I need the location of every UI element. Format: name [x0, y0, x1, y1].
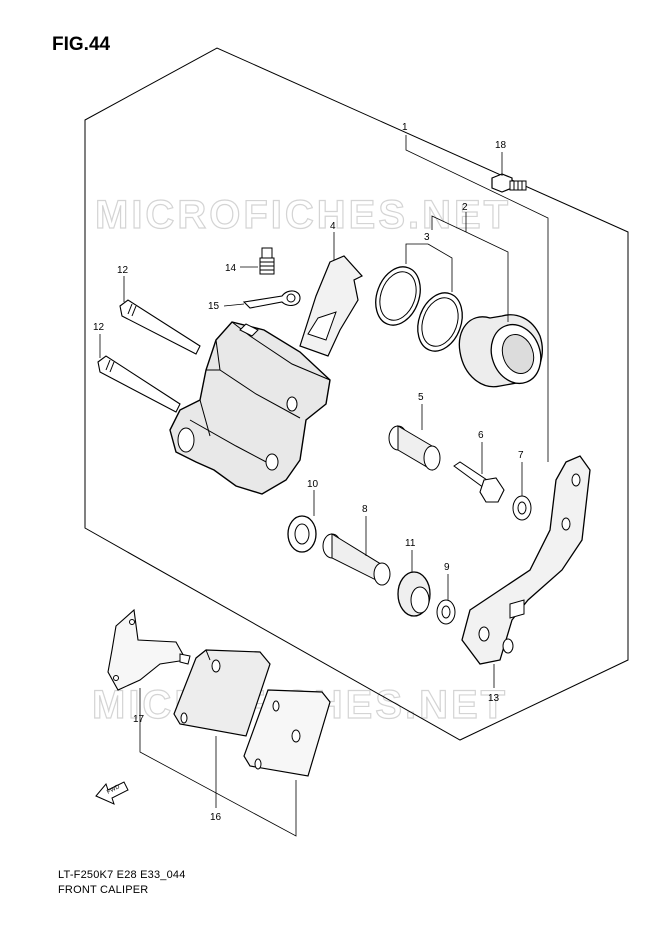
- watermark-top: MICROFICHES.NET: [95, 193, 511, 237]
- assembly-outline: [84, 47, 629, 741]
- boot-5: [388, 425, 441, 471]
- figure-code: LT-F250K7 E28 E33_044: [58, 869, 186, 881]
- figure-name: FRONT CALIPER: [58, 884, 149, 896]
- callout-8: 8: [362, 504, 368, 515]
- washer-9: [436, 599, 456, 625]
- callout-5: 5: [418, 392, 424, 403]
- callout-16: 16: [210, 812, 222, 823]
- bolt-18: [491, 173, 527, 193]
- pad-16-rear: [173, 649, 271, 737]
- seal-3: [375, 266, 463, 352]
- bleeder-14: [259, 247, 275, 275]
- callout-13: 13: [488, 693, 500, 704]
- bracket-13: [461, 455, 591, 665]
- bolt-6: [453, 461, 505, 503]
- piston-2: [458, 314, 543, 388]
- callout-14: 14: [225, 263, 237, 274]
- pad-spring-4: [299, 255, 363, 357]
- callout-6: 6: [478, 430, 484, 441]
- boot-11: [397, 571, 431, 617]
- callout-18: 18: [495, 140, 507, 151]
- leader-lines: [99, 135, 549, 837]
- callouts: 1 2 3 4 5 6 7 8 9 10 11 12 12 13 14 15 1…: [93, 122, 524, 823]
- callout-1: 1: [402, 122, 408, 133]
- callout-12-lower: 12: [93, 322, 105, 333]
- callout-9: 9: [444, 562, 450, 573]
- cap-15: [242, 290, 301, 309]
- shim-17: [107, 608, 191, 691]
- pin-12-upper: [119, 299, 201, 355]
- pin-12-lower: [97, 355, 181, 413]
- pad-16-front: [243, 689, 331, 777]
- fwd-arrow-icon: FWD: [95, 781, 129, 805]
- washer-7: [512, 495, 532, 521]
- callout-2: 2: [462, 202, 468, 213]
- figure-title: FIG.44: [52, 34, 111, 55]
- callout-10: 10: [307, 479, 319, 490]
- callout-12-upper: 12: [117, 265, 129, 276]
- boot-10: [287, 515, 317, 553]
- callout-3: 3: [424, 232, 430, 243]
- sleeve-8: [322, 533, 391, 586]
- callout-4: 4: [330, 221, 336, 232]
- callout-11: 11: [405, 538, 416, 549]
- callout-7: 7: [518, 450, 524, 461]
- callout-17: 17: [133, 714, 145, 725]
- caliper-body: [169, 321, 331, 495]
- callout-15: 15: [208, 301, 220, 312]
